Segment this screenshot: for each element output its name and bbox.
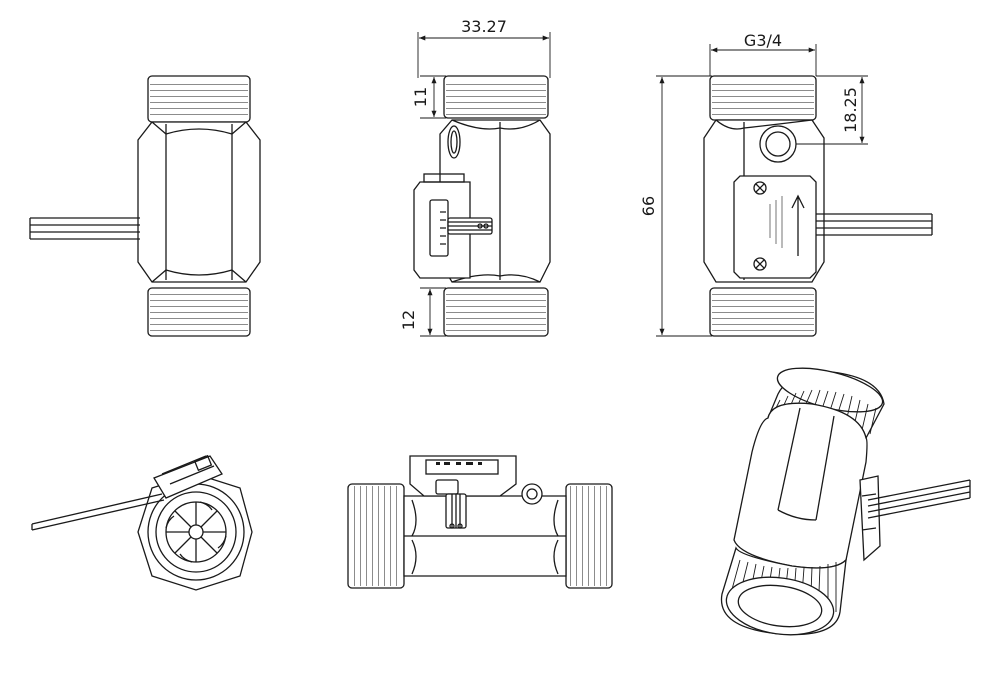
back-wires — [816, 213, 933, 236]
back-bottom-thread — [709, 287, 817, 337]
dim-total-length — [656, 75, 712, 337]
iso-body — [733, 402, 868, 569]
dim-top-thread — [420, 75, 446, 119]
end-view — [31, 454, 253, 591]
top-thread — [147, 75, 251, 123]
dim-label-bottom-thread: 12 — [399, 310, 418, 330]
front-view — [29, 75, 261, 337]
dim-label-total-length: 66 — [639, 196, 658, 216]
sensor-label-plate — [733, 175, 817, 279]
dim-body-width — [417, 32, 551, 78]
end-wires — [31, 493, 165, 531]
back-view — [656, 44, 933, 337]
side-sensor-housing — [413, 173, 493, 279]
side-top-thread — [443, 75, 549, 119]
end-sensor-box — [153, 454, 223, 499]
iso-bottom-thread — [720, 546, 847, 636]
top-left-thread — [347, 483, 405, 589]
dim-bottom-thread — [420, 287, 446, 337]
back-top-thread — [709, 75, 817, 121]
iso-wires — [867, 479, 971, 519]
dim-label-body-width: 33.27 — [461, 17, 507, 36]
end-hex — [137, 473, 253, 591]
top-body — [403, 483, 567, 577]
dim-port-offset — [796, 75, 868, 145]
dim-label-thread-size: G3/4 — [744, 31, 782, 50]
top-right-thread — [565, 483, 613, 589]
back-port — [759, 125, 797, 163]
dim-thread-size — [709, 44, 817, 76]
side-bottom-thread — [443, 287, 549, 337]
hex-body — [137, 121, 261, 283]
wires — [29, 217, 140, 240]
top-view — [347, 455, 613, 589]
dim-label-top-thread: 11 — [411, 87, 430, 107]
side-view — [413, 32, 551, 337]
isometric-view — [720, 367, 971, 636]
dim-label-port-offset: 18.25 — [841, 87, 860, 133]
impeller — [165, 501, 227, 563]
bottom-thread — [147, 287, 251, 337]
top-sensor-housing — [409, 455, 517, 529]
